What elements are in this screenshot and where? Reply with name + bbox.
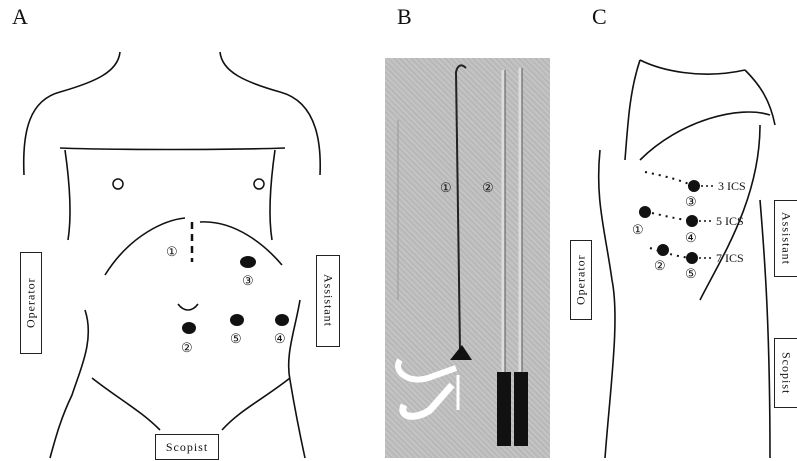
port-c-4 [686,215,698,227]
port-c-1 [639,206,651,218]
port-c-5 [686,252,698,264]
panel-c-scopist-box: Scopist [774,338,797,408]
port-c-3-label: ③ [685,194,697,210]
ics-7-label: 7 ICS [716,251,744,266]
port-c-3 [688,180,700,192]
panel-c-operator-box: Operator [570,240,592,320]
port-c-2-label: ② [654,258,666,274]
port-c-5-label: ⑤ [685,266,697,282]
port-c-4-label: ④ [685,230,697,246]
panel-c-assistant-box: Assistant [774,200,797,277]
ics-3-label: 3 ICS [718,179,746,194]
ics-5-label: 5 ICS [716,214,744,229]
port-c-2 [657,244,669,256]
port-c-1-label: ① [632,222,644,238]
